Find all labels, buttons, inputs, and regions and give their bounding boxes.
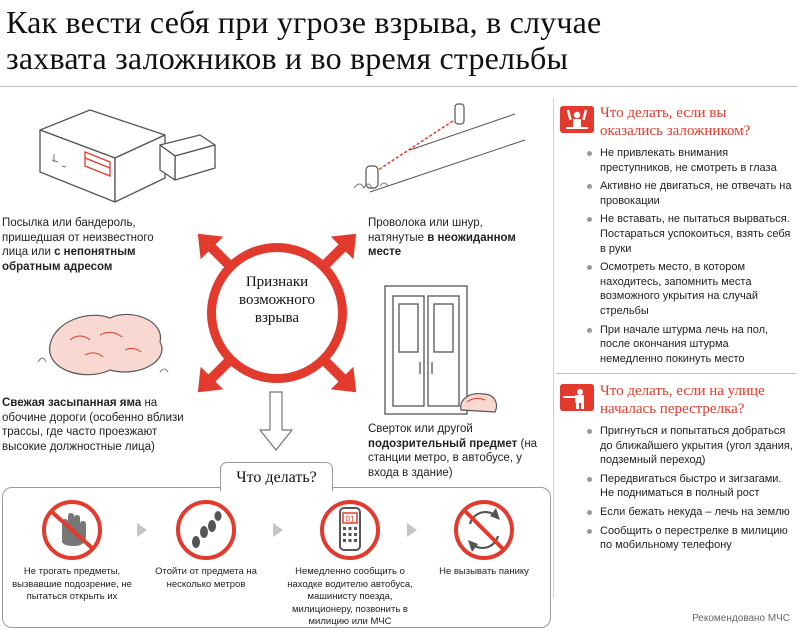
sign-parcel: Посылка или бандероль, пришедшая от неиз… <box>2 216 162 274</box>
sign-package-tail: (на станции метро, в автобусе, у входа в… <box>368 437 538 479</box>
sign-pit-bold: Свежая засыпанная яма <box>2 397 142 409</box>
sign-pit: Свежая засыпанная яма на обочине дороги … <box>2 396 184 454</box>
hostage-heading: Что делать, если вы оказались заложником… <box>600 105 751 139</box>
parcel-illustration <box>39 109 216 203</box>
shooter-icon <box>560 384 594 411</box>
tripwire-illustration <box>353 103 526 193</box>
shooting-list-item: Передвигаться быстро и зигзагами. Не под… <box>586 472 794 501</box>
hostage-list-item: Осмотреть место, в котором находитесь, з… <box>586 260 794 318</box>
sign-package-text: Сверток или другой <box>368 423 473 435</box>
column-divider <box>553 98 554 598</box>
no-touch-hand-icon <box>42 500 102 560</box>
hostage-list-item: Не привлекать внимания преступников, не … <box>586 146 794 175</box>
title-line-2: захвата заложников и во время стрельбы <box>6 40 569 76</box>
no-panic-icon <box>454 500 514 560</box>
center-label-line-2: возможного <box>239 292 315 308</box>
sign-wire: Проволока или шнур, натянутые в неожидан… <box>368 216 518 260</box>
sign-pit-tail: на обочине дороги (особенно вблизи трасс… <box>2 397 184 453</box>
todo-item-2-text: Отойти от предмета на несколько метров <box>155 566 257 590</box>
hostage-list: Не привлекать внимания преступников, не … <box>586 146 794 370</box>
center-circle <box>207 243 347 383</box>
page-title: Как вести себя при угрозе взрыва, в случ… <box>6 4 792 76</box>
center-label-line-1: Признаки <box>245 274 309 290</box>
shooting-list-item: Сообщить о перестрелке в милицию по моби… <box>586 524 794 553</box>
shooting-list: Пригнуться и попытаться добраться до бли… <box>586 424 794 557</box>
sign-wire-text: Проволока или шнур, натянутые <box>368 217 483 244</box>
sign-parcel-text: Посылка или бандероль, пришедшая от неиз… <box>2 217 154 258</box>
todo-tab: Что делать? <box>220 462 333 491</box>
footer-credit: Рекомендовано МЧС <box>692 613 790 624</box>
sign-parcel-bold: с непонятным обратным адресом <box>2 246 136 273</box>
todo-item-4-text: Не вызывать панику <box>439 566 529 577</box>
chevron-right-icon <box>273 523 283 537</box>
shooting-heading: Что делать, если на улице началась перес… <box>600 383 765 417</box>
hostage-list-item: При начале штурма лечь на пол, после око… <box>586 323 794 367</box>
chevron-right-icon <box>137 523 147 537</box>
door-package-illustration <box>384 285 498 415</box>
shooting-list-item: Пригнуться и попытаться добраться до бли… <box>586 424 794 468</box>
down-arrow <box>258 391 294 451</box>
title-divider <box>0 86 798 87</box>
title-line-1: Как вести себя при угрозе взрыва, в случ… <box>6 4 602 40</box>
right-panel-divider <box>556 373 796 374</box>
todo-item-3-text: Немедленно сообщить о находке водителю а… <box>287 566 413 627</box>
hostage-list-item: Не вставать, не пытаться вырваться. Пост… <box>586 212 794 256</box>
hostage-icon <box>560 106 594 133</box>
pit-illustration <box>37 313 169 376</box>
center-label: Признаки возможного взрыва <box>225 273 329 327</box>
chevron-right-icon <box>407 523 417 537</box>
hostage-list-item: Активно не двигаться, не отвечать на про… <box>586 179 794 208</box>
todo-item-1-text: Не трогать предметы, вызвавшие подозрени… <box>12 566 132 602</box>
phone-display-number: 01 <box>346 515 355 524</box>
footsteps-icon <box>176 500 236 560</box>
mobile-phone-icon: 01 <box>320 500 380 560</box>
warning-arrows <box>197 233 357 393</box>
sign-package-bold: подозрительный предмет <box>368 437 518 450</box>
center-label-line-3: взрыва <box>254 310 300 326</box>
sign-package: Сверток или другой подозрительный предме… <box>368 422 550 480</box>
shooting-list-item: Если бежать некуда – лечь на землю <box>586 505 794 520</box>
sign-wire-bold: в неожиданном месте <box>368 231 516 259</box>
